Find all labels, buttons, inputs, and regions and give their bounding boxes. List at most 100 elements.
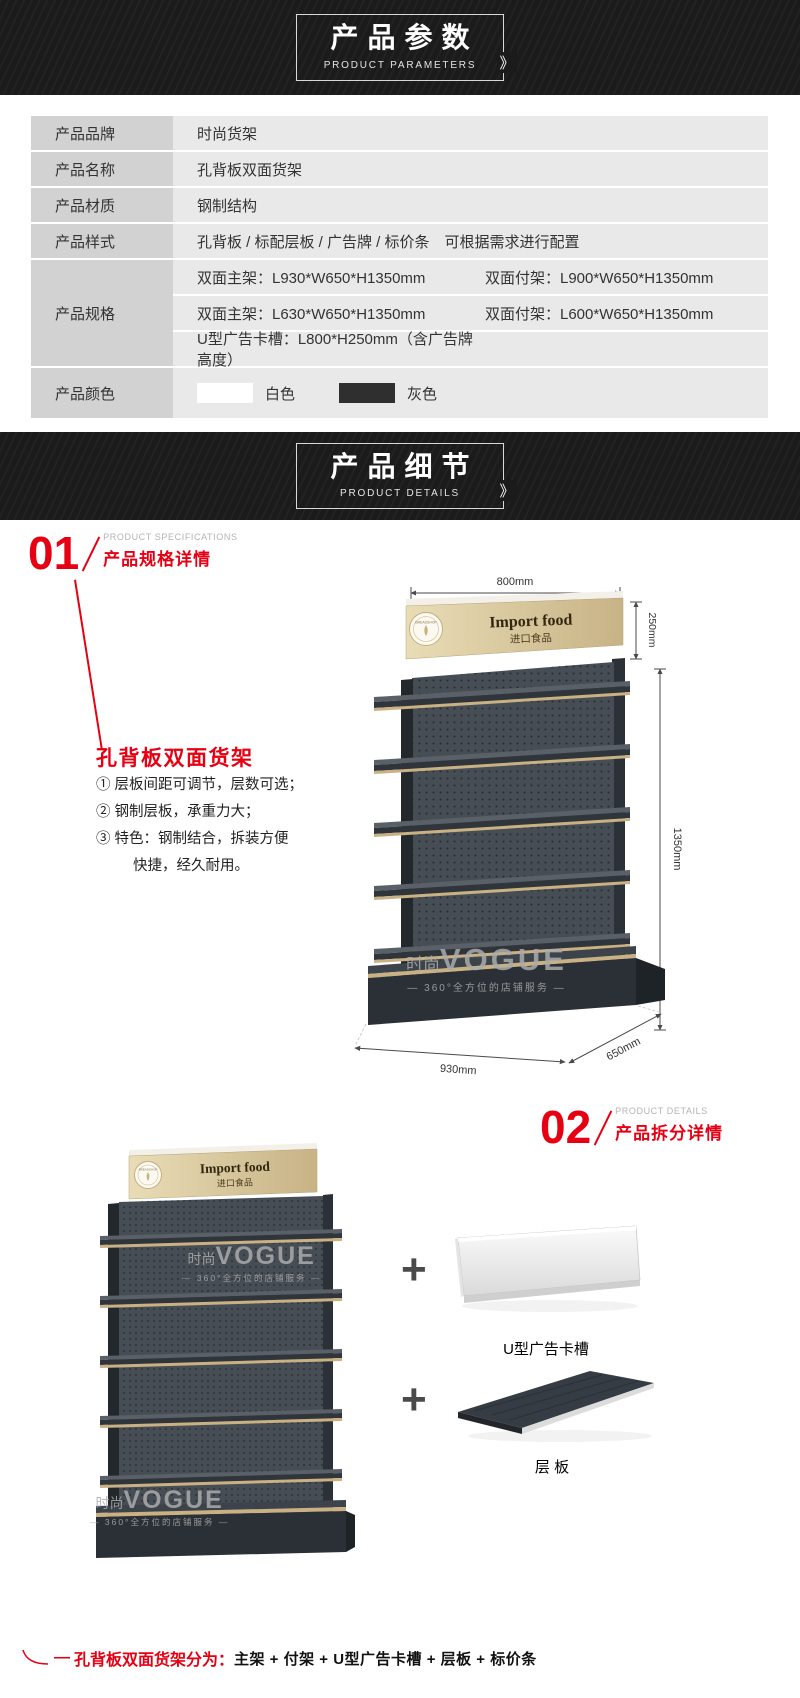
color-name: 白色: [265, 385, 296, 403]
row-value: 孔背板 / 标配层板 / 广告牌 / 标价条 可根据需求进行配置: [173, 224, 768, 258]
watermark-tagline: — 360°全方位的店铺服务 —: [407, 983, 566, 994]
table-row-spec: 产品规格 双面主架：L930*W650*H1350mm 双面付架：L900*W6…: [31, 260, 768, 369]
shelf-unit: [96, 1194, 355, 1558]
watermark-brand-en: VOGUE: [123, 1486, 224, 1514]
watermark: 时尚VOGUE — 360°全方位的店铺服务 —: [406, 942, 567, 994]
dimension-650mm: [568, 1013, 662, 1064]
footer-black-text: 主架 + 付架 + U型广告卡槽 + 层板 + 标价条: [234, 1650, 537, 1668]
red-connector-line: [74, 579, 103, 750]
chevron-right-icon: 》: [497, 51, 517, 73]
banner-subtitle: PRODUCT PARAMETERS: [323, 59, 477, 71]
section-eyebrow: PRODUCT DETAILS: [615, 1106, 708, 1116]
section-02-header: 02 PRODUCT DETAILS 产品拆分详情: [540, 1101, 724, 1153]
dimension-label-250mm: 250mm: [646, 612, 658, 647]
watermark-brand-en: VOGUE: [215, 1242, 316, 1270]
dimension-label-1350mm: 1350mm: [671, 828, 683, 871]
section-01-header: 01 PRODUCT SPECIFICATIONS 产品规格详情: [28, 527, 238, 579]
badge-text: BREADSHOP: [139, 1168, 158, 1172]
red-curve-decoration: [22, 1649, 49, 1665]
watermark: 时尚VOGUE — 360°全方位的店铺服务 —: [182, 1242, 321, 1284]
row-value: 孔背板双面货架: [173, 152, 768, 186]
row-label: 产品品牌: [31, 116, 173, 150]
dimension-label-800mm: 800mm: [497, 576, 534, 588]
section-eyebrow: PRODUCT SPECIFICATIONS: [103, 532, 238, 542]
dimension-label-930mm: 930mm: [439, 1063, 476, 1078]
watermark-tagline: — 360°全方位的店铺服务 —: [90, 1517, 230, 1527]
footer-red-text: 孔背板双面货架分为：: [74, 1652, 235, 1669]
row-label: 产品规格: [31, 260, 173, 366]
sign-subtitle: 进口食品: [217, 1176, 253, 1188]
row-label: 产品名称: [31, 152, 173, 186]
watermark-brand-cn: 时尚: [187, 1251, 216, 1267]
dimension-label-650mm: 650mm: [605, 1035, 643, 1063]
banner-subtitle: PRODUCT DETAILS: [340, 488, 460, 500]
sign-board: BREADSHOP Import food 进口食品: [405, 591, 624, 660]
table-row: 产品材质 钢制结构: [31, 188, 768, 222]
section-title: 产品拆分详情: [615, 1124, 724, 1143]
banner-product-details: 产品细节 PRODUCT DETAILS 》: [0, 432, 800, 520]
banner-title-box: 产品细节 PRODUCT DETAILS 》: [296, 442, 517, 510]
spec-line: 双面主架：L630*W650*H1350mm 双面付架：L600*W650*H1…: [173, 296, 768, 330]
watermark-brand-cn: 时尚: [95, 1495, 124, 1511]
watermark-tagline: — 360°全方位的店铺服务 —: [182, 1273, 322, 1283]
sign-board: BREADSHOP Import food 进口食品: [128, 1143, 318, 1200]
color-swatch-gray: [339, 383, 396, 403]
plus-icon: +: [401, 1245, 427, 1294]
table-row: 产品样式 孔背板 / 标配层板 / 广告牌 / 标价条 可根据需求进行配置: [31, 224, 768, 258]
table-row: 产品名称 孔背板双面货架: [31, 152, 768, 186]
wheat-icon: [424, 625, 428, 636]
banner-title-box: 产品参数 PRODUCT PARAMETERS 》: [296, 14, 517, 81]
color-name: 灰色: [407, 385, 438, 403]
shelf-illustration-main: 800mm 250mm 1350mm BREADSHOP Import food…: [354, 576, 683, 1078]
spec-main: U型广告卡槽：L800*H250mm（含广告牌高度）: [197, 331, 473, 369]
color-options: 白色 灰色: [173, 368, 768, 418]
banner-title: 产品细节: [330, 450, 479, 482]
part-label-shelf-board: 层 板: [534, 1459, 570, 1476]
spec-line: U型广告卡槽：L800*H250mm（含广告牌高度）: [173, 331, 768, 369]
chevron-right-icon: 》: [497, 480, 517, 502]
footer-note: — 孔背板双面货架分为： 主架 + 付架 + U型广告卡槽 + 层板 + 标价条: [20, 1646, 792, 1670]
dimension-930mm: [354, 1045, 566, 1065]
sign-title: Import food: [200, 1159, 271, 1176]
row-label: 产品材质: [31, 188, 173, 222]
color-swatch-white: [197, 383, 253, 403]
slash-decoration: [81, 536, 101, 572]
feature-line: ① 层板间距可调节，层数可选；: [96, 777, 304, 793]
row-label: 产品颜色: [31, 368, 173, 418]
plus-icon: +: [401, 1375, 427, 1424]
banner-product-parameters: 产品参数 PRODUCT PARAMETERS 》: [0, 0, 800, 95]
spec-main: 双面主架：L630*W650*H1350mm: [197, 305, 426, 323]
spec-line: 双面主架：L930*W650*H1350mm 双面付架：L900*W650*H1…: [173, 260, 768, 294]
sign-subtitle: 进口食品: [510, 631, 552, 645]
section-number: 01: [28, 527, 80, 579]
section-number: 02: [540, 1101, 592, 1153]
table-row-color: 产品颜色 白色 灰色: [31, 368, 768, 418]
spec-lines: 双面主架：L930*W650*H1350mm 双面付架：L900*W650*H1…: [173, 260, 768, 369]
spec-main: 双面主架：L930*W650*H1350mm: [197, 269, 426, 287]
row-label: 产品样式: [31, 224, 173, 258]
dimension-250mm: [630, 601, 642, 660]
feature-line: ③ 特色：钢制结合，拆装方便: [96, 831, 289, 847]
section-title: 产品规格详情: [103, 550, 212, 569]
product-title: 孔背板双面货架: [96, 747, 254, 770]
watermark-brand-en: VOGUE: [440, 942, 567, 977]
badge-text: BREADSHOP: [415, 621, 437, 625]
wheat-icon: [146, 1172, 150, 1181]
sign-title: Import food: [489, 612, 573, 632]
table-row: 产品品牌 时尚货架: [31, 116, 768, 150]
footer-dash: —: [54, 1649, 70, 1666]
extension-lines: [354, 1005, 663, 1047]
row-value: 时尚货架: [173, 116, 768, 150]
parameters-table: 产品品牌 时尚货架 产品名称 孔背板双面货架 产品材质 钢制结构 产品样式 孔背…: [31, 116, 768, 420]
spec-sub: 双面付架：L900*W650*H1350mm: [485, 269, 714, 287]
shelf-unit: [368, 658, 665, 1025]
ad-slot-panel-illustration: [455, 1225, 641, 1312]
spec-sub: 双面付架：L600*W650*H1350mm: [485, 305, 714, 323]
watermark-brand-cn: 时尚: [406, 955, 440, 974]
watermark: 时尚VOGUE — 360°全方位的店铺服务 —: [90, 1486, 229, 1528]
banner-title: 产品参数: [330, 22, 479, 54]
feature-block: 孔背板双面货架 ① 层板间距可调节，层数可选； ② 钢制层板，承重力大； ③ 特…: [96, 742, 346, 880]
row-value: 钢制结构: [173, 188, 768, 222]
shelf-illustration-small: BREADSHOP Import food 进口食品: [96, 1143, 355, 1558]
